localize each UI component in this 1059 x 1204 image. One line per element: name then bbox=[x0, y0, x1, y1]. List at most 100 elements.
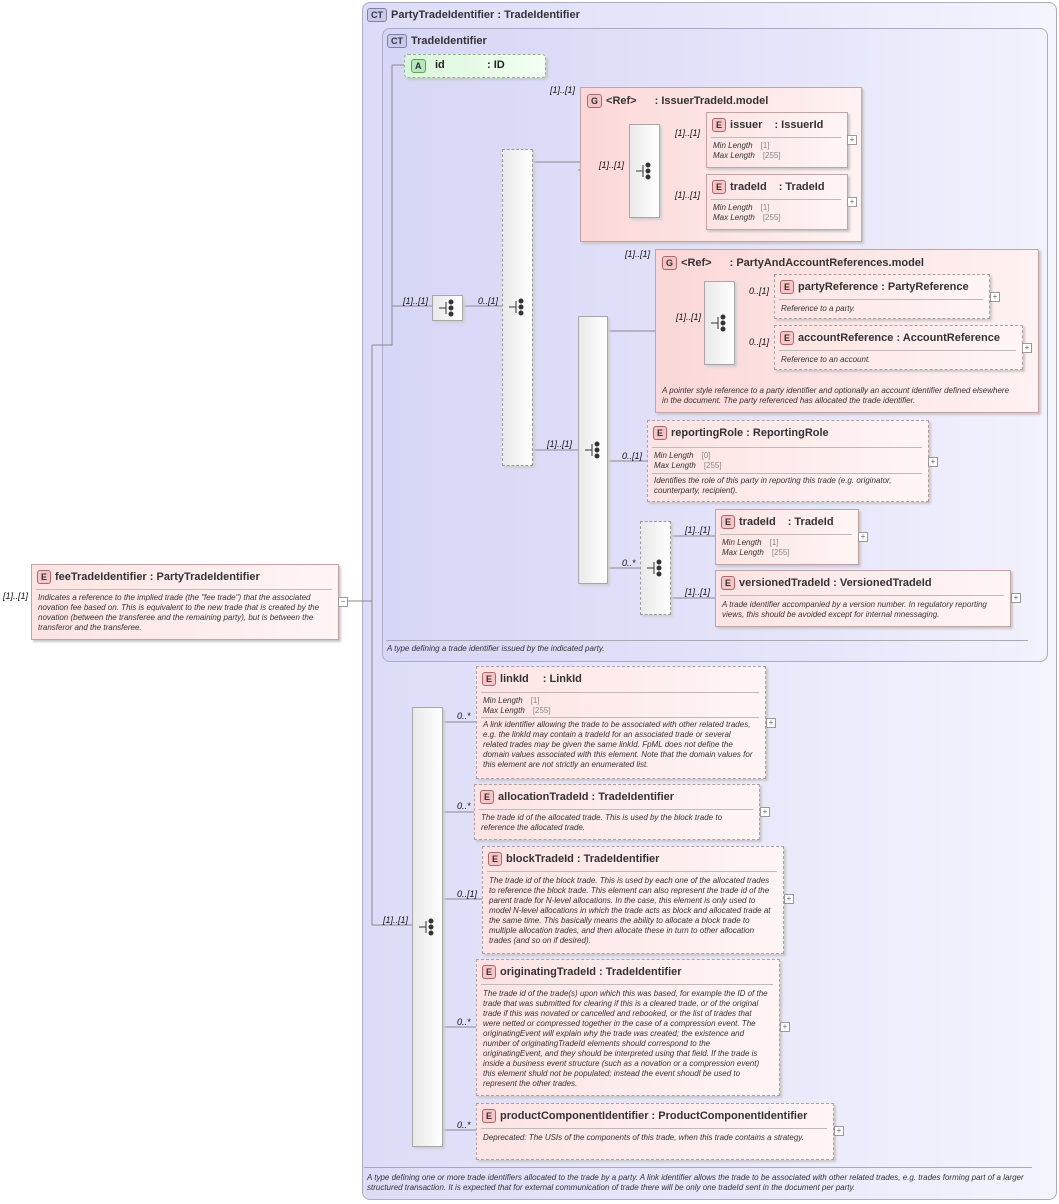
element-name: reportingRole : ReportingRole bbox=[671, 426, 829, 439]
element-doc: A trade identifier accompanied by a vers… bbox=[722, 600, 987, 619]
divider bbox=[481, 717, 759, 718]
divider bbox=[779, 350, 1016, 351]
issuer-cardinality: [1]..[1] bbox=[675, 128, 701, 138]
element-doc: The trade id of the block trade. This is… bbox=[489, 876, 771, 945]
expand-reporting-role-icon[interactable]: + bbox=[928, 457, 938, 467]
expand-allocation-tradeid-icon[interactable]: + bbox=[760, 807, 770, 817]
element-name: versionedTradeId : VersionedTradeId bbox=[739, 576, 932, 589]
seq-party-cardinality: [1]..[1] bbox=[547, 439, 573, 449]
choice-compositor-inner[interactable] bbox=[640, 521, 671, 615]
element-name: blockTradeId : TradeIdentifier bbox=[506, 852, 660, 865]
inner-type-title: TradeIdentifier bbox=[411, 34, 487, 47]
element-doc: Identifies the role of this party in rep… bbox=[654, 476, 892, 495]
expand-linkid-icon[interactable]: + bbox=[766, 718, 776, 728]
expand-versioned-tradeid-icon[interactable]: + bbox=[1011, 593, 1021, 603]
element-icon: E bbox=[488, 852, 503, 866]
divider bbox=[711, 137, 841, 138]
issuer-seq-cardinality: [1]..[1] bbox=[599, 160, 625, 170]
seq-main-cardinality: [1]..[1] bbox=[403, 296, 429, 306]
expand-root-icon[interactable]: − bbox=[338, 597, 348, 607]
facet-max-length: Max Length[255] bbox=[483, 706, 551, 715]
sequence-compositor-main[interactable] bbox=[432, 295, 463, 321]
party-reference-cardinality: 0..[1] bbox=[749, 286, 770, 296]
sequence-compositor-party-refs[interactable] bbox=[704, 281, 735, 365]
expand-block-tradeid-icon[interactable]: + bbox=[784, 894, 794, 904]
group-ref: <Ref> bbox=[681, 256, 712, 269]
attribute-icon: A bbox=[411, 59, 426, 73]
divider bbox=[711, 199, 841, 200]
party-model-cardinality: [1]..[1] bbox=[625, 249, 651, 259]
element-icon: E bbox=[721, 576, 736, 590]
element-icon: E bbox=[480, 790, 495, 804]
element-icon: E bbox=[712, 180, 727, 194]
element-name: tradeId bbox=[730, 180, 767, 193]
facet-max-length: Max Length[255] bbox=[722, 548, 790, 557]
element-doc: Reference to a party. bbox=[781, 304, 856, 313]
facet-min-length: Min Length[1] bbox=[722, 538, 779, 547]
outer-doc-divider bbox=[364, 1167, 1032, 1168]
element-type: : TradeId bbox=[787, 515, 834, 528]
choice-icon bbox=[647, 559, 662, 577]
sequence-compositor-party[interactable] bbox=[578, 316, 608, 584]
element-type: : IssuerId bbox=[774, 118, 824, 131]
root-cardinality: [1]..[1] bbox=[3, 591, 29, 601]
element-name: tradeId bbox=[739, 515, 776, 528]
element-doc: Reference to an account. bbox=[781, 355, 871, 364]
facet-min-length: Min Length[1] bbox=[483, 696, 540, 705]
element-icon: E bbox=[721, 515, 736, 529]
attribute-id[interactable]: A id : ID bbox=[404, 54, 546, 78]
divider bbox=[652, 473, 922, 474]
expand-tradeid-icon[interactable]: + bbox=[847, 197, 857, 207]
facet-max-length: Max Length[255] bbox=[713, 151, 781, 160]
reporting-role-cardinality: 0..[1] bbox=[622, 451, 643, 461]
sequence-compositor-issuer[interactable] bbox=[629, 124, 660, 218]
element-icon: E bbox=[780, 280, 795, 294]
inner-doc-divider bbox=[386, 640, 1028, 641]
group-ref: <Ref> bbox=[606, 94, 637, 107]
group-doc: A pointer style reference to a party ide… bbox=[662, 386, 1010, 405]
sequence-compositor-bottom[interactable] bbox=[412, 707, 443, 1147]
facet-max-length: Max Length[255] bbox=[713, 213, 781, 222]
group-name: : IssuerTradeId.model bbox=[654, 94, 769, 107]
expand-account-reference-icon[interactable]: + bbox=[1022, 343, 1032, 353]
complex-type-icon: CT bbox=[387, 34, 407, 48]
divider bbox=[481, 692, 759, 693]
allocation-tradeid-cardinality: 0..* bbox=[457, 801, 471, 811]
element-doc: Deprecated: The USIs of the components o… bbox=[483, 1133, 804, 1142]
element-doc: The trade id of the trade(s) upon which … bbox=[483, 989, 768, 1088]
originating-tradeid-cardinality: 0..* bbox=[457, 1017, 471, 1027]
expand-tradeid2-icon[interactable]: + bbox=[858, 532, 868, 542]
expand-party-reference-icon[interactable]: + bbox=[990, 292, 1000, 302]
divider bbox=[481, 1128, 827, 1129]
expand-issuer-icon[interactable]: + bbox=[847, 135, 857, 145]
choice-outer-cardinality: 0..[1] bbox=[478, 296, 499, 306]
divider bbox=[779, 299, 983, 300]
product-component-identifier-cardinality: 0..* bbox=[457, 1120, 471, 1130]
element-doc: The trade id of the allocated trade. Thi… bbox=[481, 813, 723, 832]
choice-inner-cardinality: 0..* bbox=[622, 558, 636, 568]
element-name: issuer bbox=[730, 118, 763, 131]
element-icon: E bbox=[712, 118, 727, 132]
element-name: partyReference : PartyReference bbox=[798, 280, 969, 293]
element-icon: E bbox=[780, 331, 795, 345]
choice-icon bbox=[509, 298, 524, 316]
outer-type-doc: A type defining one or more trade identi… bbox=[367, 1173, 1024, 1192]
choice-compositor-outer[interactable] bbox=[502, 149, 533, 466]
expand-product-component-identifier-icon[interactable]: + bbox=[834, 1126, 844, 1136]
expand-originating-tradeid-icon[interactable]: + bbox=[780, 1022, 790, 1032]
tradeid-cardinality: [1]..[1] bbox=[675, 190, 701, 200]
